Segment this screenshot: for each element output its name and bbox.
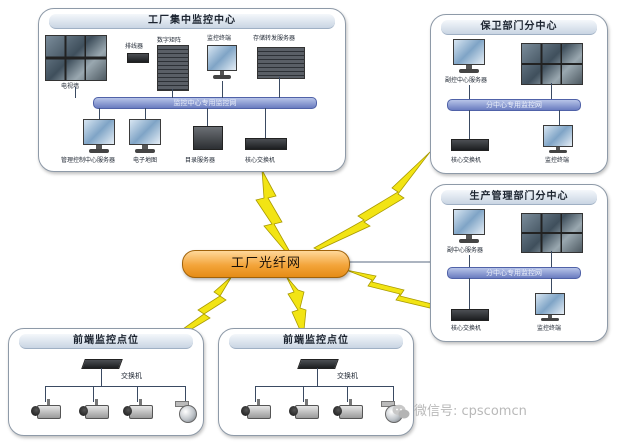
digital-matrix-label: 数字矩阵: [157, 37, 182, 44]
production-panel-title: 生产管理部门分中心: [441, 190, 597, 205]
security-bus: 分中心专用监控网: [447, 99, 581, 111]
bus-drop: [145, 108, 146, 120]
production-server-label: 副中心服务器: [447, 247, 484, 254]
digital-matrix-rack: [157, 45, 189, 91]
core-switch-central-label: 核心交换机: [245, 157, 276, 164]
wechat-icon: [392, 404, 410, 419]
bus-drop: [265, 108, 266, 138]
bus-drop: [551, 278, 552, 294]
core-switch-central: [245, 138, 287, 150]
central-panel-title: 工厂集中监控中心: [49, 14, 335, 29]
cable: [303, 386, 304, 402]
production-subcenter-panel: 生产管理部门分中心 副中心服务器 分中心专用监控网 核心交换机 监控终端: [430, 184, 608, 342]
video-wall: [45, 35, 107, 81]
security-core-switch-label: 核心交换机: [451, 157, 482, 164]
front-end-left-switch: [81, 359, 123, 369]
production-monitor-terminal: [535, 293, 565, 323]
security-core-switch: [451, 139, 489, 151]
link-bolt-production: [345, 269, 433, 309]
front-end-left-title: 前端监控点位: [19, 334, 193, 349]
security-video-wall: [521, 43, 583, 85]
production-monitor-terminal-label: 监控终端: [537, 325, 562, 332]
production-video-wall: [521, 213, 583, 253]
bus-drop: [222, 81, 223, 98]
link-bolt-front-left: [175, 275, 233, 337]
bus-drop: [469, 278, 470, 310]
production-core-switch-label: 核心交换机: [451, 325, 482, 332]
bus-drop: [469, 85, 470, 100]
camera-icon: [289, 399, 319, 419]
cable: [45, 386, 185, 387]
video-wall-label: 电视墙: [61, 83, 80, 90]
production-bus-label: 分中心专用监控网: [486, 269, 542, 277]
production-bus: 分中心专用监控网: [447, 267, 581, 279]
cable: [185, 386, 186, 402]
cable: [45, 386, 46, 402]
management-server-monitor: [83, 119, 115, 155]
security-panel-title: 保卫部门分中心: [441, 20, 597, 35]
monitor-terminal-central-label: 监控终端: [207, 35, 232, 42]
cable: [137, 386, 138, 402]
production-core-switch: [451, 309, 489, 321]
security-server-label: 副控中心服务器: [445, 77, 488, 84]
security-subcenter-panel: 保卫部门分中心 副控中心服务器 分中心专用监控网 核心交换机 监控终端: [430, 14, 608, 174]
matrix-device: [127, 53, 149, 63]
cable: [255, 386, 256, 402]
dome-camera-icon: [175, 401, 197, 423]
e-map-label: 电子地图: [133, 157, 158, 164]
cable: [101, 368, 102, 386]
matrix-label: 排线器: [125, 43, 144, 50]
security-bus-label: 分中心专用监控网: [486, 101, 542, 109]
bus-drop: [172, 89, 173, 98]
bus-drop: [559, 110, 560, 126]
camera-icon: [31, 399, 61, 419]
management-server-label: 管理控制中心服务器: [61, 157, 116, 164]
camera-icon: [333, 399, 363, 419]
security-monitor-terminal: [543, 125, 573, 155]
camera-icon: [123, 399, 153, 419]
security-server-monitor: [453, 39, 485, 75]
monitor-terminal-central: [207, 45, 237, 81]
production-server-monitor: [453, 209, 485, 245]
bus-drop: [469, 110, 470, 140]
front-end-left-switch-label: 交换机: [121, 372, 142, 380]
factory-fiber-network: 工厂光纤网: [182, 250, 350, 278]
front-end-right-switch-label: 交换机: [337, 372, 358, 380]
central-monitoring-panel: 工厂集中监控中心 电视墙 排线器 数字矩阵 监控终端 存储转发服务器 监控中心专…: [38, 8, 346, 172]
cable: [317, 368, 318, 386]
bus-drop: [279, 77, 280, 98]
front-end-site-left: 前端监控点位 交换机: [8, 328, 204, 436]
link-bolt-central: [255, 169, 291, 253]
bus-drop: [207, 108, 208, 126]
front-end-site-right: 前端监控点位 交换机: [218, 328, 414, 436]
bus-drop: [551, 83, 552, 100]
bus-drop: [99, 108, 100, 120]
storage-server-label: 存储转发服务器: [253, 35, 296, 42]
bus-drop: [551, 251, 552, 268]
central-bus: 监控中心专用监控网: [93, 97, 317, 109]
watermark-text: 微信号: cpscomcn: [414, 404, 527, 419]
front-end-right-switch: [297, 359, 339, 369]
e-map-monitor: [129, 119, 161, 155]
cable: [347, 386, 348, 402]
link-bolt-front-right: [285, 275, 307, 331]
front-end-right-title: 前端监控点位: [229, 334, 403, 349]
bus-drop: [75, 87, 76, 98]
security-monitor-terminal-label: 监控终端: [545, 157, 570, 164]
directory-server: [193, 126, 223, 150]
camera-icon: [79, 399, 109, 419]
bus-drop: [469, 255, 470, 268]
directory-server-label: 目录服务器: [185, 157, 216, 164]
cable: [93, 386, 94, 402]
storage-server-rack: [257, 47, 305, 79]
cable: [393, 386, 394, 402]
camera-icon: [241, 399, 271, 419]
cable: [255, 386, 393, 387]
central-bus-label: 监控中心专用监控网: [173, 99, 237, 107]
link-bolt-security: [313, 151, 431, 251]
